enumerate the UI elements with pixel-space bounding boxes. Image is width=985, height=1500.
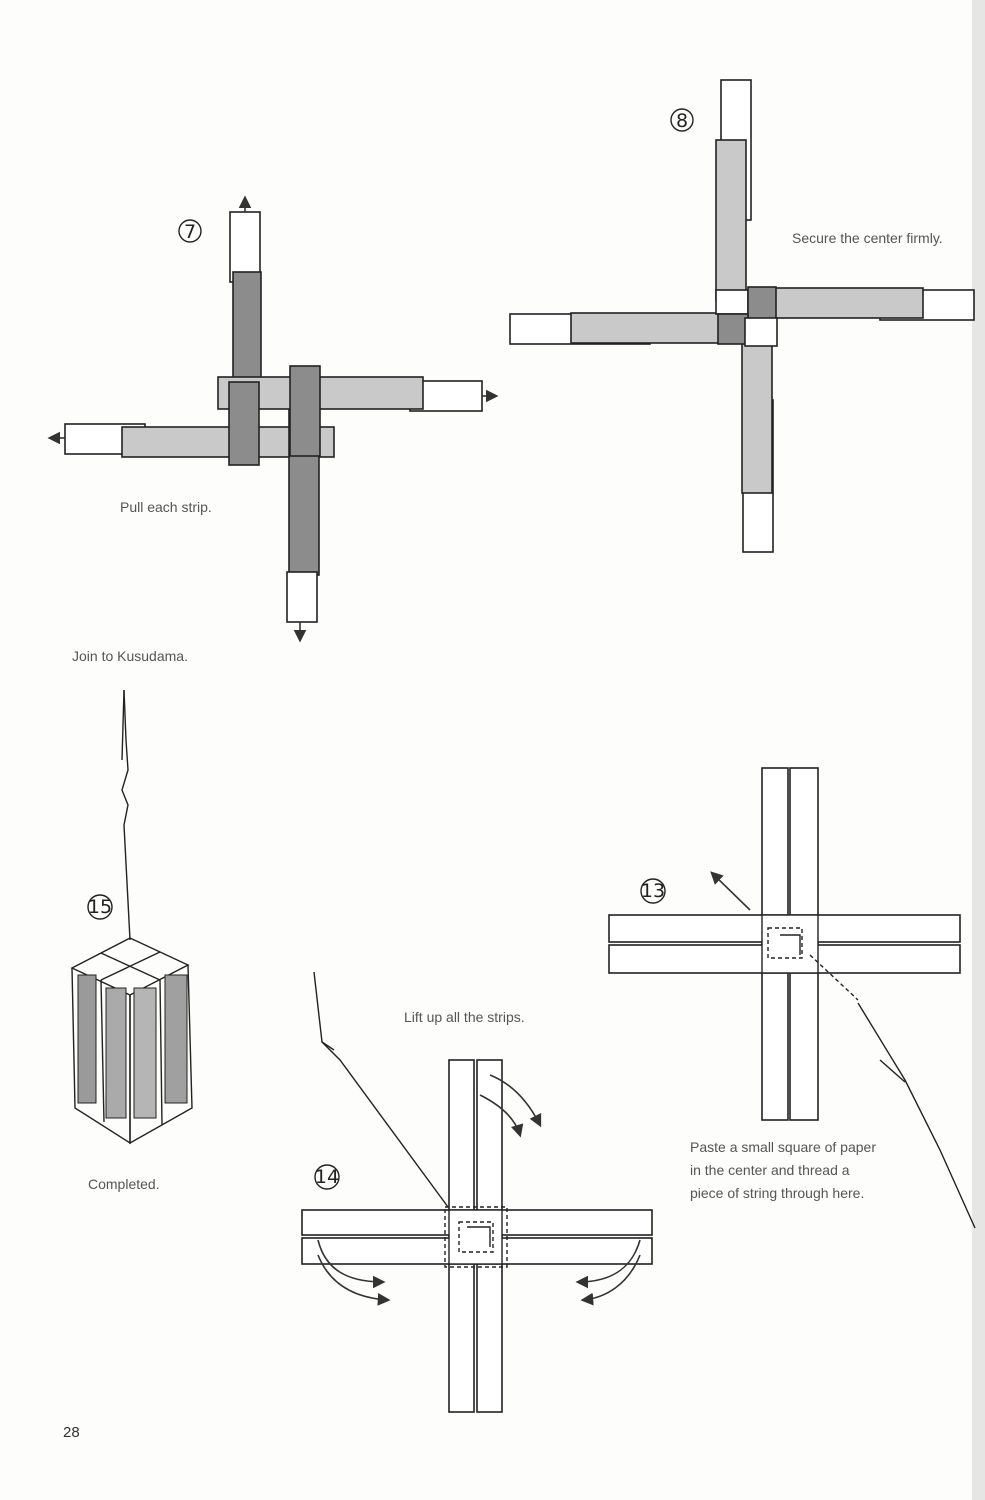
- svg-text:Paste a small square of paper: Paste a small square of paper: [690, 1139, 876, 1155]
- svg-text:in the center and thread a: in the center and thread a: [690, 1162, 850, 1178]
- step-13-diagram: [608, 767, 976, 1229]
- svg-text:piece of string through here.: piece of string through here.: [690, 1185, 864, 1201]
- step-7-caption: Pull each strip.: [120, 499, 212, 515]
- page-gutter-shadow: [972, 0, 985, 1500]
- step-15-diagram: [70, 689, 193, 1145]
- step-14-diagram: [301, 971, 653, 1413]
- step-13-number: 13: [640, 878, 666, 904]
- page-number: 28: [63, 1424, 80, 1441]
- step-14-number: 14: [314, 1164, 340, 1190]
- step-15-number: 15: [87, 894, 113, 920]
- step-14-caption: Lift up all the strips.: [404, 1009, 525, 1025]
- svg-text:8: 8: [676, 110, 688, 132]
- step-7-number: 7: [178, 219, 202, 243]
- svg-text:13: 13: [641, 880, 665, 902]
- step-15-caption-bottom: Completed.: [88, 1176, 160, 1192]
- step-13-caption: Paste a small square of paper in the cen…: [690, 1139, 876, 1201]
- svg-text:7: 7: [184, 221, 196, 243]
- step-15-caption-top: Join to Kusudama.: [72, 648, 188, 664]
- svg-text:14: 14: [315, 1166, 339, 1188]
- step-7-diagram: [47, 195, 499, 643]
- step-8-caption: Secure the center firmly.: [792, 230, 943, 246]
- step-8-number: 8: [670, 108, 694, 132]
- step-8-diagram: [509, 79, 975, 553]
- svg-text:15: 15: [88, 896, 112, 918]
